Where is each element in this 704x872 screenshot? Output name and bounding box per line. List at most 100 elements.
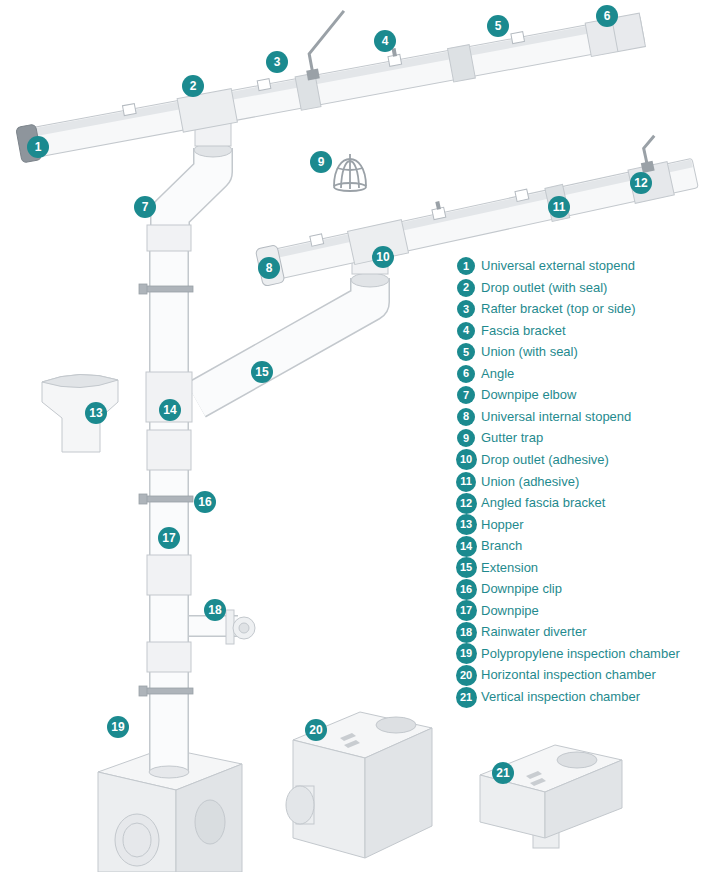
gutter-union (448, 45, 476, 82)
callout-number: 19 (107, 716, 129, 738)
trap-ring (334, 183, 366, 191)
chamber-stub-end (286, 786, 314, 824)
rafter-strap (303, 11, 354, 72)
callout-text: 17 (162, 532, 175, 544)
callout-text: 7 (463, 390, 469, 401)
callout-text: 12 (460, 498, 472, 509)
callout-number: 15 (456, 557, 477, 578)
clip-tab (139, 686, 147, 696)
fascia-bracket (392, 48, 397, 57)
callout-number: 18 (456, 622, 477, 643)
part-name: Union (adhesive) (481, 474, 579, 490)
callout-number: 1 (457, 257, 475, 275)
part-name: Extension (481, 560, 538, 576)
pipe-clip (145, 688, 193, 694)
callout-number: 8 (258, 257, 280, 279)
callout-text: 5 (463, 347, 469, 358)
callout-number: 16 (194, 491, 216, 513)
callout-number: 16 (456, 579, 477, 600)
pipe-socket (147, 642, 191, 672)
gutter-inner (263, 159, 693, 260)
callout-text: 3 (463, 304, 469, 315)
upper-gutter (6, 0, 646, 163)
callout-text: 9 (463, 433, 469, 444)
callout-number: 18 (204, 599, 226, 621)
callout-text: 21 (496, 767, 509, 779)
callout-text: 1 (463, 261, 469, 272)
hopper (42, 374, 118, 452)
callout-text: 12 (634, 177, 647, 189)
chamber-vent (344, 740, 360, 748)
callout-text: 17 (460, 605, 472, 616)
fascia-bracket (435, 201, 441, 210)
diverter-cap (233, 617, 255, 639)
part-name: Drop outlet (adhesive) (481, 452, 609, 468)
gutter-inner (31, 16, 640, 136)
callout-text: 6 (463, 368, 469, 379)
gutter-bracket (511, 32, 525, 44)
extension-pipe (196, 273, 389, 400)
rafter-bracket (306, 69, 320, 81)
callout-text: 9 (318, 156, 325, 168)
clip-tab (139, 284, 147, 294)
callout-number: 7 (134, 196, 156, 218)
chamber-vent (526, 771, 542, 779)
part-name: Universal external stopend (481, 258, 635, 274)
part-name: Gutter trap (481, 430, 543, 446)
callout-number: 11 (456, 472, 476, 492)
callout-text: 15 (255, 366, 268, 378)
callout-number: 4 (457, 322, 475, 340)
callout-text: 19 (111, 721, 124, 733)
part-name: Downpipe (481, 603, 539, 619)
callout-number: 9 (310, 151, 332, 173)
callout-number: 8 (457, 408, 475, 426)
hopper-rim (42, 374, 118, 387)
callout-text: 10 (460, 454, 472, 465)
callout-text: 19 (460, 648, 472, 659)
branch-socket (146, 372, 192, 422)
callout-number: 13 (456, 514, 477, 535)
chamber-port (195, 800, 225, 844)
callout-number: 13 (85, 402, 107, 424)
part-name: Drop outlet (with seal) (481, 280, 607, 296)
callout-number: 19 (456, 643, 477, 664)
callout-number: 10 (372, 246, 394, 268)
pipe-outline (196, 278, 370, 400)
part-name: Fascia bracket (481, 323, 566, 339)
part-name: Union (with seal) (481, 344, 578, 360)
part-name: Angled fascia bracket (481, 495, 605, 511)
part-name: Rafter bracket (top or side) (481, 301, 636, 317)
callout-number: 11 (548, 196, 570, 218)
callout-number: 2 (457, 279, 475, 297)
callout-text: 11 (460, 476, 472, 487)
callout-text: 20 (460, 670, 472, 681)
callout-number: 21 (492, 762, 514, 784)
callout-number: 17 (456, 600, 477, 621)
callout-text: 21 (460, 692, 472, 703)
callout-text: 16 (460, 584, 472, 595)
pipe-base (149, 766, 189, 778)
angled-strap (642, 136, 660, 164)
gutter-bracket (122, 104, 136, 116)
callout-text: 13 (89, 407, 102, 419)
pipe-opening (351, 273, 389, 287)
callout-number: 7 (457, 386, 475, 404)
callout-text: 4 (382, 35, 389, 47)
chamber-vent (340, 733, 356, 741)
callout-text: 14 (460, 541, 472, 552)
callout-text: 5 (495, 20, 502, 32)
chamber-vent (530, 778, 546, 786)
callout-number: 12 (630, 172, 652, 194)
chamber-front (98, 772, 176, 872)
callout-text: 7 (142, 201, 149, 213)
callout-number: 20 (305, 719, 327, 741)
callout-number: 5 (487, 15, 509, 37)
lower-gutter (250, 129, 699, 287)
callout-number: 17 (158, 527, 180, 549)
callout-number: 14 (456, 536, 477, 557)
downpipe (139, 225, 193, 778)
chamber-side (176, 764, 242, 872)
